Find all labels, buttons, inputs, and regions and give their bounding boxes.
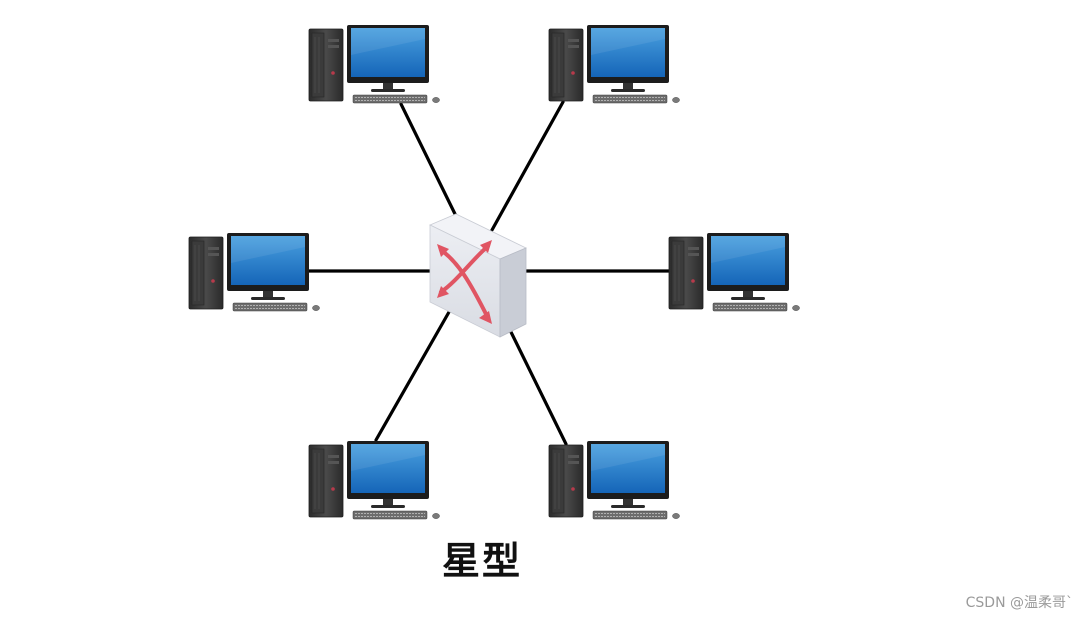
switch-icon <box>429 213 527 338</box>
edge-switch-pc-bottom-right <box>508 328 568 446</box>
computer-icon-right <box>668 232 800 312</box>
computer-icon-bottom-left <box>308 440 440 520</box>
diagram-caption: 星型 <box>442 539 523 583</box>
edges <box>306 100 674 446</box>
switch-arrows-icon <box>439 244 490 320</box>
arrow-heads <box>437 240 492 324</box>
edge-switch-pc-bottom-left <box>374 310 451 442</box>
computer-icon-left <box>188 232 320 312</box>
computer-icon-bottom-right <box>548 440 680 520</box>
edge-switch-pc-top-right <box>490 100 565 232</box>
computer-icon-top-right <box>548 24 680 104</box>
computer-icon-top-left <box>308 24 440 104</box>
edge-switch-pc-top-left <box>399 102 458 218</box>
watermark-text: CSDN @温柔哥` <box>965 595 1073 611</box>
